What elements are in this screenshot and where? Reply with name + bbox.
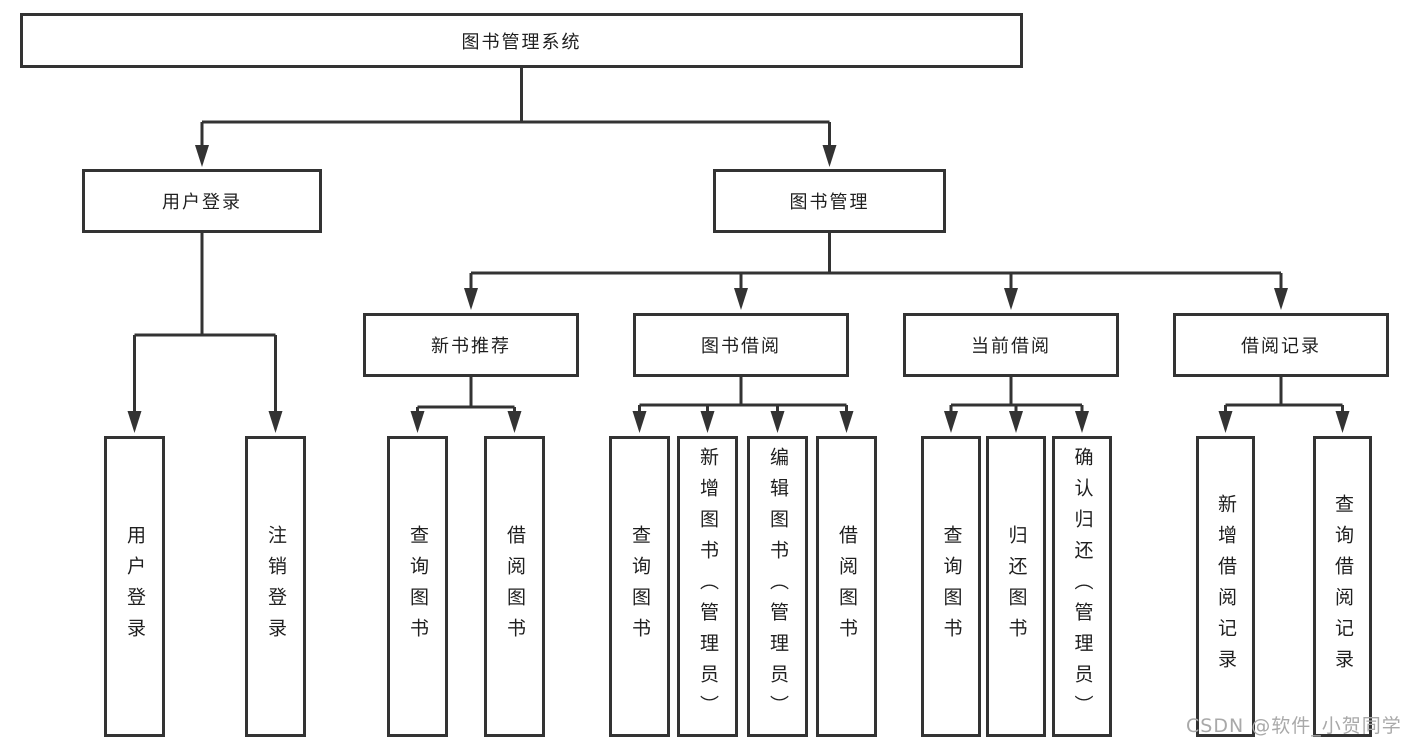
node-label: 查询图书 (407, 524, 429, 649)
leaf-borrow-add-books-admin: 新增图书（管理员） (677, 436, 738, 737)
node-label: 借阅图书 (836, 524, 858, 649)
node-label: 编辑图书（管理员） (767, 447, 789, 726)
node-label: 注销登录 (265, 524, 287, 649)
node-book-management: 图书管理 (713, 169, 946, 233)
leaf-current-confirm-return-admin: 确认归还（管理员） (1052, 436, 1112, 737)
node-label: 查询图书 (940, 524, 963, 649)
node-user-login: 用户登录 (82, 169, 322, 233)
leaf-borrow-edit-books-admin: 编辑图书（管理员） (747, 436, 808, 737)
node-label: 确认归还（管理员） (1071, 447, 1094, 726)
leaf-newbook-query-books: 查询图书 (387, 436, 448, 737)
csdn-watermark: CSDN @软件_小贺同学 (1186, 715, 1402, 737)
node-label: 新书推荐 (431, 336, 511, 357)
node-label: 用户登录 (124, 524, 146, 649)
node-new-book-recommendation: 新书推荐 (363, 313, 579, 377)
leaf-borrow-query-books: 查询图书 (609, 436, 670, 737)
node-label: 当前借阅 (971, 336, 1051, 357)
leaf-logout: 注销登录 (245, 436, 306, 737)
node-label: 借阅记录 (1241, 336, 1321, 357)
node-label: 图书管理 (789, 192, 870, 213)
leaf-current-return-books: 归还图书 (986, 436, 1046, 737)
node-label: 新增借阅记录 (1215, 493, 1237, 680)
node-label: 图书管理系统 (461, 31, 582, 53)
leaf-user-login: 用户登录 (104, 436, 165, 737)
node-label: 新增图书（管理员） (697, 447, 719, 726)
leaf-current-query-books: 查询图书 (921, 436, 981, 737)
leaf-newbook-borrow-books: 借阅图书 (484, 436, 545, 737)
leaf-records-add-record: 新增借阅记录 (1196, 436, 1255, 737)
node-book-borrowing: 图书借阅 (633, 313, 849, 377)
leaf-records-query-record: 查询借阅记录 (1313, 436, 1372, 737)
node-label: 查询借阅记录 (1332, 493, 1354, 680)
node-label: 图书借阅 (701, 336, 781, 357)
node-library-system: 图书管理系统 (20, 13, 1023, 68)
node-label: 借阅图书 (504, 524, 526, 649)
node-current-borrowing: 当前借阅 (903, 313, 1119, 377)
node-label: 归还图书 (1005, 524, 1028, 649)
leaf-borrow-borrow-books: 借阅图书 (816, 436, 877, 737)
node-borrowing-records: 借阅记录 (1173, 313, 1389, 377)
node-label: 查询图书 (629, 524, 651, 649)
node-label: 用户登录 (162, 192, 242, 213)
